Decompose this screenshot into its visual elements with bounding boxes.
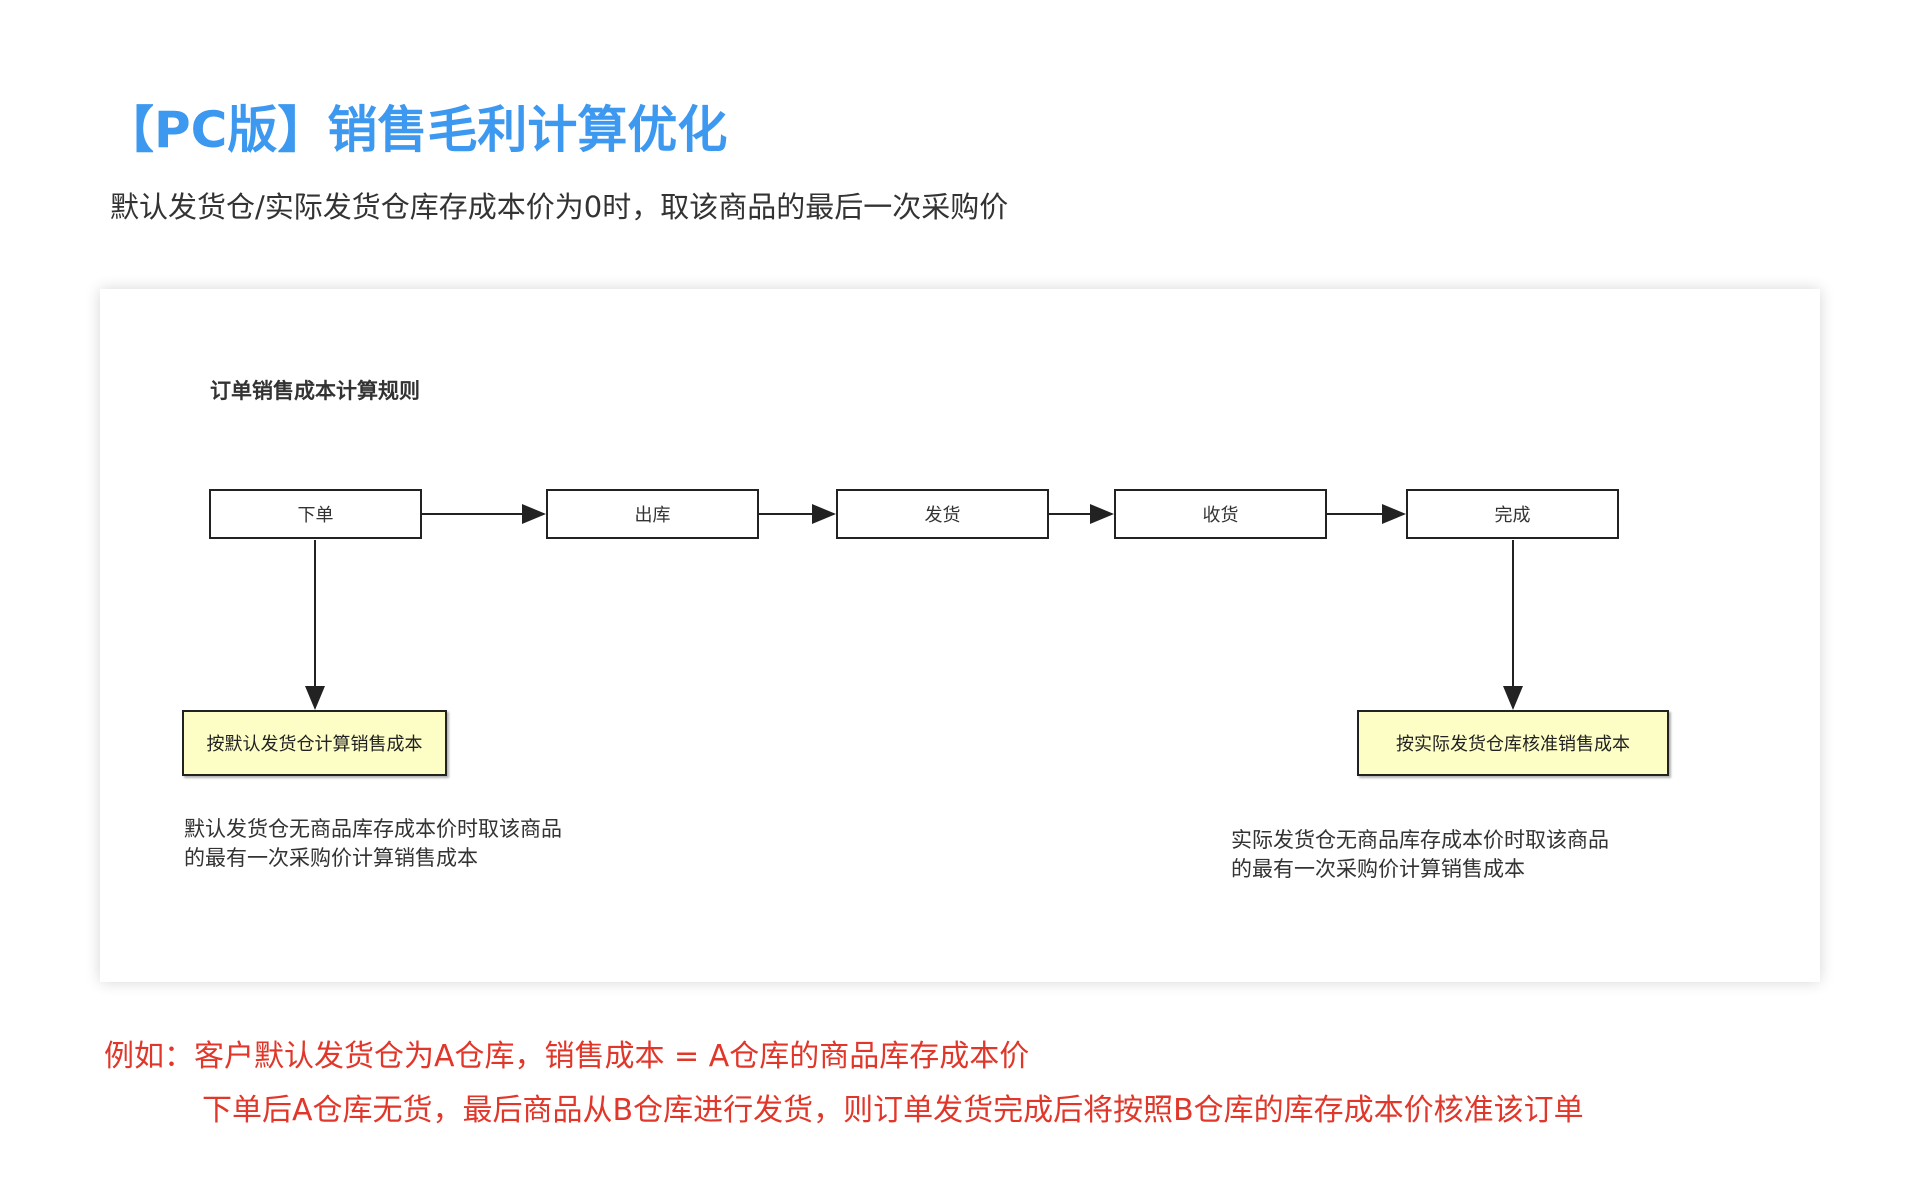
example-line-1: 例如：客户默认发货仓为A仓库，销售成本 = A仓库的商品库存成本价 [104, 1039, 1030, 1074]
example-line-2: 下单后A仓库无货，最后商品从B仓库进行发货，则订单发货完成后将按照B仓库的库存成… [202, 1093, 1584, 1128]
right-note: 实际发货仓无商品库存成本价时取该商品 的最有一次采购价计算销售成本 [1231, 826, 1609, 884]
left-note: 默认发货仓无商品库存成本价时取该商品 的最有一次采购价计算销售成本 [184, 815, 562, 873]
diagram-title: 订单销售成本计算规则 [210, 379, 420, 403]
diagram-card: 订单销售成本计算规则 下单 出库 发货 收货 完成 按默认发货仓计算销售成本 按… [100, 289, 1820, 982]
page-title: 【PC版】销售毛利计算优化 [104, 101, 728, 159]
page-subtitle: 默认发货仓/实际发货仓库存成本价为0时，取该商品的最后一次采购价 [110, 190, 1009, 224]
step-place-order: 下单 [209, 489, 422, 539]
flow-arrows [305, 504, 1523, 710]
note-line: 默认发货仓无商品库存成本价时取该商品 [184, 817, 562, 841]
step-outbound: 出库 [546, 489, 759, 539]
step-complete: 完成 [1406, 489, 1619, 539]
note-line: 的最有一次采购价计算销售成本 [184, 846, 478, 870]
note-line: 的最有一次采购价计算销售成本 [1231, 857, 1525, 881]
right-result-box: 按实际发货仓库核准销售成本 [1357, 710, 1669, 776]
step-receive: 收货 [1114, 489, 1327, 539]
note-line: 实际发货仓无商品库存成本价时取该商品 [1231, 828, 1609, 852]
step-ship: 发货 [836, 489, 1049, 539]
left-result-box: 按默认发货仓计算销售成本 [182, 710, 447, 776]
